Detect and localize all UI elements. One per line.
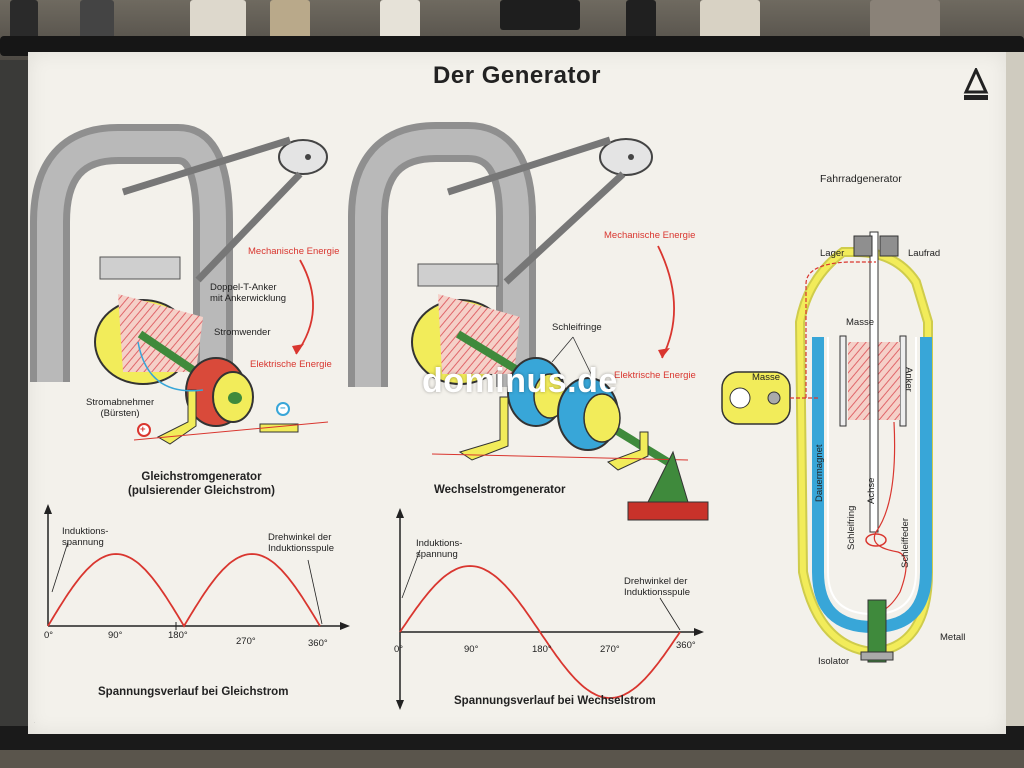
poster: Der Generator: [28, 52, 1006, 734]
dc-tick-360: 360°: [308, 638, 328, 649]
background-bottom: [0, 748, 1024, 768]
slip-spring-label: Schleiffeder: [900, 518, 911, 568]
dc-generator-drawing: [30, 124, 329, 445]
dc-graph-ylabel: Induktions- spannung: [62, 526, 109, 548]
publisher-logo: [962, 68, 990, 102]
dc-mech-energy-label: Mechanische Energie: [248, 246, 340, 257]
ac-generator-drawing: [348, 122, 709, 521]
wheel-label: Laufrad: [908, 248, 941, 259]
dc-brushes-label: Stromabnehmer (Bürsten): [86, 397, 155, 419]
plus-sign: +: [140, 424, 146, 435]
dc-elec-energy-label: Elektrische Energie: [250, 359, 332, 370]
bike-generator-drawing: [721, 231, 933, 663]
top-rail: [0, 36, 1024, 56]
dc-tick-0: 0°: [44, 630, 54, 641]
bike-generator-title: Fahrradgenerator: [820, 173, 902, 185]
metal-label: Metall: [940, 632, 966, 643]
ac-elec-energy-label: Elektrische Energie: [614, 370, 696, 381]
watermark: dominus.de: [422, 362, 618, 400]
dc-armature-label: Doppel-T-Anker mit Ankerwicklung: [210, 282, 287, 304]
dc-generator-caption: Gleichstromgenerator (pulsierender Gleic…: [128, 471, 275, 497]
ac-tick-180: 180°: [532, 644, 552, 655]
ac-voltage-graph: [396, 508, 704, 710]
ac-tick-90: 90°: [464, 644, 479, 655]
mass-side-label: Masse: [752, 372, 780, 383]
insulator-label: Isolator: [818, 656, 850, 667]
ac-tick-0: 0°: [394, 644, 404, 655]
ac-slip-rings-label: Schleifringe: [552, 322, 602, 333]
axle-label: Achse: [866, 477, 877, 504]
dc-tick-90: 90°: [108, 630, 123, 641]
bearing-label: Lager: [820, 248, 845, 259]
ac-tick-360: 360°: [676, 640, 696, 651]
dc-graph-caption: Spannungsverlauf bei Gleichstrom: [98, 686, 289, 698]
armature-label: Anker: [903, 367, 914, 392]
dc-graph-xlabel: Drehwinkel der Induktionsspule: [268, 532, 335, 554]
mass-top-label: Masse: [846, 317, 874, 328]
ac-generator-caption: Wechselstromgenerator: [434, 484, 566, 496]
illustrations: [30, 122, 933, 710]
ac-graph-caption: Spannungsverlauf bei Wechselstrom: [454, 695, 656, 707]
poster-title: Der Generator: [433, 62, 601, 89]
slip-ring-label: Schleifring: [846, 505, 857, 550]
ac-graph-ylabel: Induktions- spannung: [416, 538, 463, 560]
ac-tick-270: 270°: [600, 644, 620, 655]
ac-mech-energy-label: Mechanische Energie: [604, 230, 696, 241]
dc-commutator-label: Stromwender: [214, 327, 271, 338]
footer-print: ·: [34, 720, 36, 725]
ac-graph-xlabel: Drehwinkel der Induktionsspule: [624, 576, 691, 598]
minus-sign: −: [280, 403, 286, 414]
dc-voltage-graph: [44, 504, 350, 630]
dc-tick-270: 270°: [236, 636, 256, 647]
permanent-magnet-label: Dauermagnet: [814, 444, 825, 502]
dc-tick-180: 180°: [168, 630, 188, 641]
